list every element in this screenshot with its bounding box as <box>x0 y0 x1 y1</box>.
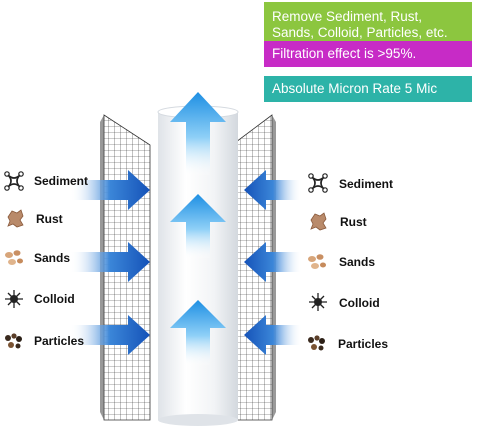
right-label-rust: Rust <box>340 215 367 229</box>
sediment-icon <box>308 173 328 193</box>
inward-arrows-left <box>70 170 150 355</box>
sands-icon <box>5 250 23 265</box>
micron-rating-badge: Absolute Micron Rate 5 Mic <box>264 76 472 102</box>
left-label-rust: Rust <box>36 212 63 226</box>
efficiency-badge: Filtration effect is >95%. <box>264 41 472 67</box>
right-label-colloid: Colloid <box>339 296 380 310</box>
sediment-icon <box>4 171 24 191</box>
removes-badge: Remove Sediment, Rust, Sands, Colloid, P… <box>264 2 472 48</box>
upward-flow-arrows <box>170 92 226 365</box>
in-arrow-left-3 <box>70 315 150 355</box>
left-label-colloid: Colloid <box>34 292 75 306</box>
colloid-icon <box>5 290 23 308</box>
left-label-particles: Particles <box>34 334 85 348</box>
sands-icon <box>308 254 326 269</box>
up-arrow-bottom <box>170 300 226 365</box>
left-label-sediment: Sediment <box>34 174 89 188</box>
colloid-icon <box>309 293 327 311</box>
left-label-sands: Sands <box>34 251 71 265</box>
right-label-particles: Particles <box>338 337 389 351</box>
in-arrow-right-3 <box>244 315 302 355</box>
up-arrow-middle <box>170 194 226 258</box>
in-arrow-left-2 <box>70 242 150 282</box>
rust-icon <box>7 209 24 228</box>
particles-icon <box>308 335 325 351</box>
up-arrow-top <box>170 92 226 175</box>
rust-icon <box>310 212 327 231</box>
in-arrow-left-1 <box>70 170 150 210</box>
right-label-sediment: Sediment <box>339 177 394 191</box>
inward-arrows-right <box>244 170 302 355</box>
right-label-sands: Sands <box>339 255 376 269</box>
particles-icon <box>5 333 22 349</box>
in-arrow-right-1 <box>244 170 302 210</box>
in-arrow-right-2 <box>244 242 302 282</box>
